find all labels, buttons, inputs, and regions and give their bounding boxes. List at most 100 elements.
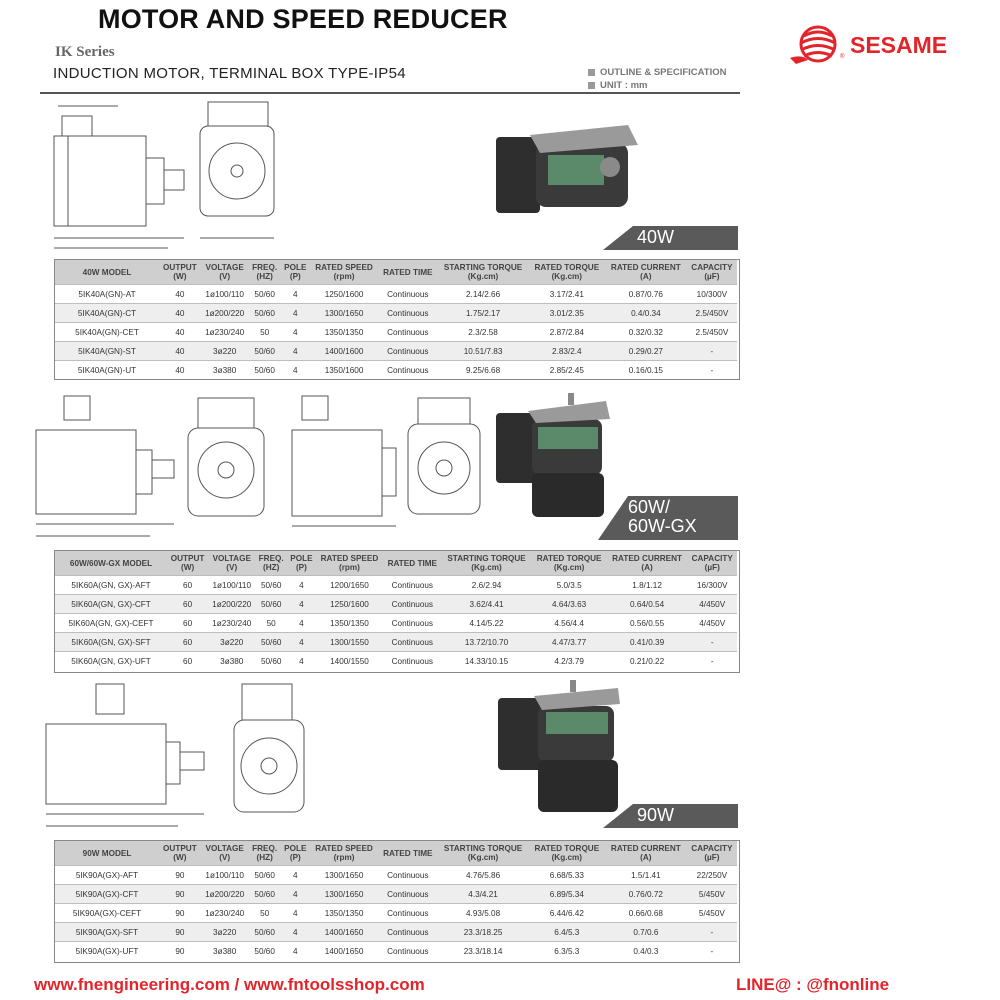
band-label: 60W/ 60W-GX [628, 497, 697, 536]
table-cell: Continuous [383, 613, 442, 633]
table-cell: 4 [280, 322, 310, 342]
col-voltage: VOLTAGE(V) [200, 841, 249, 866]
footer-websites[interactable]: www.fnengineering.com / www.fntoolsshop.… [34, 975, 425, 994]
table-cell: 50/60 [255, 575, 288, 595]
spec-table-90w-frame [54, 840, 740, 963]
col-freq: FREQ.(HZ) [255, 551, 288, 576]
table-cell: 1ø230/240 [200, 903, 249, 923]
col-start-torque: STARTING TORQUE(Kg.cm) [441, 551, 532, 576]
table-cell: 1350/1350 [309, 322, 379, 342]
table-cell: 2.5/450V [686, 322, 737, 342]
band-label: 40W [637, 227, 675, 247]
table-cell: 0.87/0.76 [604, 284, 687, 304]
table-cell: 0.16/0.15 [604, 360, 687, 379]
table-cell: - [686, 360, 737, 379]
table-cell: 50/60 [248, 922, 281, 942]
table-cell: 60 [167, 651, 209, 670]
table-cell: 3ø380 [208, 651, 256, 670]
footer-line-id[interactable]: LINE@ : @fnonline [736, 975, 890, 994]
model-cell: 5IK90A(GX)-CEFT [55, 903, 159, 923]
table-cell: 3ø220 [200, 922, 249, 942]
table-cell: 22/250V [686, 865, 737, 885]
table-cell: Continuous [383, 651, 442, 670]
model-cell: 5IK40A(GN)-AT [55, 284, 159, 304]
brand-reg: ® [840, 54, 845, 60]
table-cell: Continuous [378, 941, 438, 960]
table-cell: 50/60 [248, 884, 281, 904]
table-cell: 13.72/10.70 [441, 632, 532, 652]
table-cell: 60 [167, 613, 209, 633]
model-cell: 5IK40A(GN)-CT [55, 303, 159, 323]
table-cell: Continuous [378, 341, 438, 361]
col-output: OUTPUT(W) [167, 551, 209, 576]
table-cell: 14.33/10.15 [441, 651, 532, 670]
table-cell: 40 [159, 322, 201, 342]
table-cell: 4.56/4.4 [531, 613, 607, 633]
table-cell: Continuous [383, 632, 442, 652]
table-cell: 4 [287, 575, 316, 595]
table-cell: 1250/1600 [309, 284, 379, 304]
table-cell: 4 [287, 594, 316, 614]
table-cell: - [686, 341, 737, 361]
table-cell: 4 [287, 632, 316, 652]
col-speed: RATED SPEED(rpm) [309, 841, 379, 866]
model-cell: 5IK60A(GN, GX)-SFT [55, 632, 167, 652]
table-cell: Continuous [378, 884, 438, 904]
col-voltage: VOLTAGE(V) [208, 551, 256, 576]
table-cell: 1300/1650 [309, 884, 379, 904]
table-cell: 4 [280, 865, 310, 885]
table-cell: 4 [280, 903, 310, 923]
col-capacity: CAPACITY(µF) [686, 260, 737, 285]
table-cell: 1350/1350 [309, 903, 379, 923]
table-cell: 6.68/5.33 [528, 865, 605, 885]
section-band-40w: 40W [603, 226, 738, 250]
table-cell: 60 [167, 575, 209, 595]
table-cell: 4 [280, 284, 310, 304]
model-cell: 5IK60A(GN, GX)-UFT [55, 651, 167, 670]
spec-table-40w-frame [54, 259, 740, 380]
table-cell: - [687, 632, 737, 652]
table-cell: Continuous [378, 322, 438, 342]
table-cell: 3.17/2.41 [528, 284, 605, 304]
table-cell: Continuous [378, 903, 438, 923]
table-cell: 6.3/5.3 [528, 941, 605, 960]
table-cell: 50/60 [248, 284, 281, 304]
table-cell: 40 [159, 360, 201, 379]
col-freq: FREQ.(HZ) [248, 260, 281, 285]
model-cell: 5IK90A(GX)-AFT [55, 865, 159, 885]
table-cell: 1ø230/240 [208, 613, 256, 633]
table-header-row: 40W MODEL OUTPUT(W) VOLTAGE(V) FREQ.(HZ)… [55, 260, 737, 285]
table-cell: Continuous [378, 284, 438, 304]
col-current: RATED CURRENT(A) [604, 841, 687, 866]
table-header-row: 90W MODEL OUTPUT(W) VOLTAGE(V) FREQ.(HZ)… [55, 841, 737, 866]
drawing-40w-side-view [53, 101, 275, 249]
table-cell: 4.3/4.21 [437, 884, 529, 904]
col-output: OUTPUT(W) [159, 841, 201, 866]
model-cell: 5IK90A(GX)-SFT [55, 922, 159, 942]
table-cell: 9.25/6.68 [437, 360, 529, 379]
page-subtitle: INDUCTION MOTOR, TERMINAL BOX TYPE-IP54 [53, 65, 406, 82]
table-cell: 90 [159, 922, 201, 942]
table-cell: 0.7/0.6 [604, 922, 687, 942]
model-cell: 5IK40A(GN)-UT [55, 360, 159, 379]
table-cell: 5.0/3.5 [531, 575, 607, 595]
table-cell: - [686, 941, 737, 960]
table-cell: 50 [255, 613, 288, 633]
table-cell: - [686, 922, 737, 942]
table-cell: 5/450V [686, 884, 737, 904]
col-rated-torque: RATED TORQUE(Kg.cm) [528, 260, 605, 285]
col-output: OUTPUT(W) [159, 260, 201, 285]
table-cell: 1.5/1.41 [604, 865, 687, 885]
table-cell: 0.4/0.3 [604, 941, 687, 960]
table-cell: 16/300V [687, 575, 737, 595]
table-cell: 1400/1550 [315, 651, 384, 670]
table-cell: 1300/1550 [315, 632, 384, 652]
col-freq: FREQ.(HZ) [248, 841, 281, 866]
table-cell: 6.89/5.34 [528, 884, 605, 904]
drawing-90w-views [45, 683, 305, 827]
table-cell: 90 [159, 941, 201, 960]
